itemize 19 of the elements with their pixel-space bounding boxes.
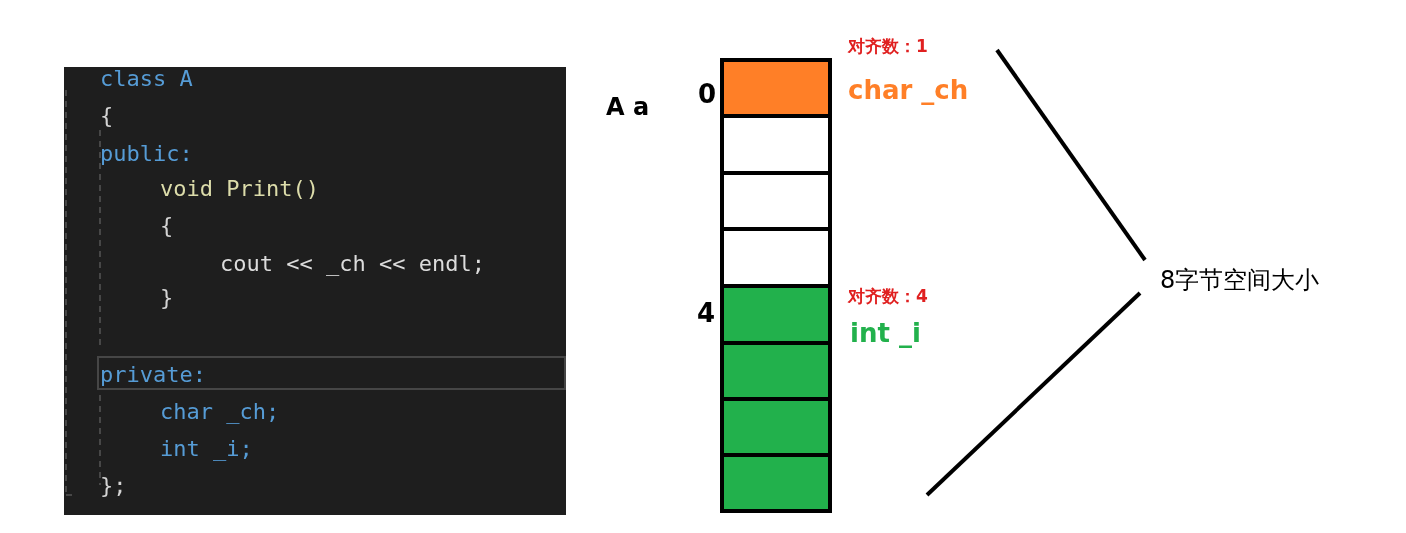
code-line: { [160, 215, 174, 237]
code-line: { [100, 105, 114, 127]
code-line: char _ch; [160, 401, 280, 423]
code-line: } [160, 287, 174, 309]
offset-label: 4 [697, 300, 716, 326]
member-label: char _ch [848, 77, 969, 103]
code-line: public: [100, 143, 193, 165]
code-line: private: [100, 364, 206, 386]
alignment-note: 对齐数：1 [848, 38, 928, 55]
variable-label: A a [606, 95, 650, 119]
code-line: }; [100, 475, 127, 497]
alignment-note: 对齐数：4 [848, 288, 928, 305]
code-line: class A [100, 68, 193, 90]
offset-label: 0 [698, 81, 717, 107]
code-line: cout << _ch << endl; [220, 253, 485, 275]
member-label: int _i [850, 320, 921, 346]
size-label: 8字节空间大小 [1160, 268, 1320, 292]
code-line: void Print() [160, 178, 319, 200]
code-line: int _i; [160, 438, 253, 460]
